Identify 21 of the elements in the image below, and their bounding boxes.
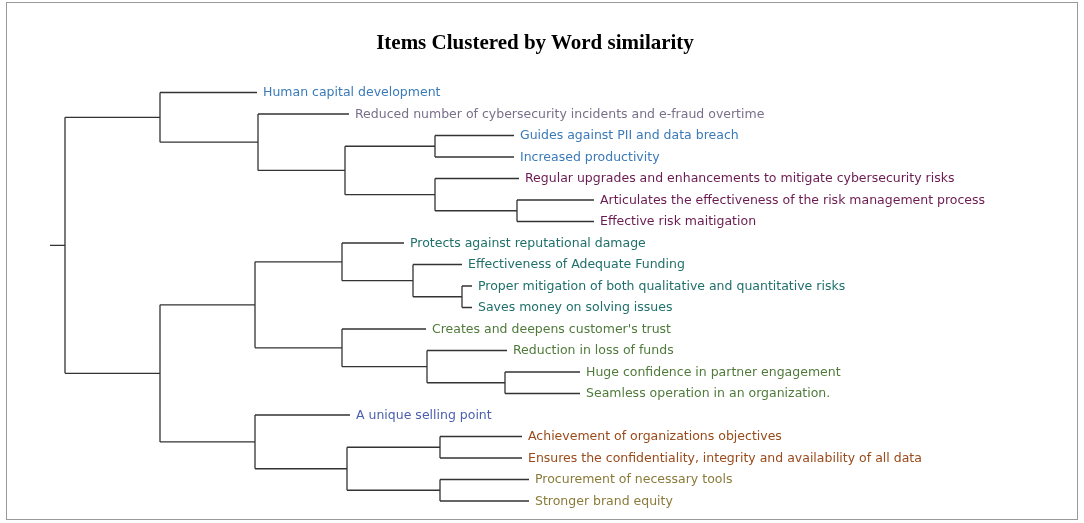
leaf-label: Effective risk maitigation — [600, 213, 757, 229]
leaf-label: Reduced number of cybersecurity incidents and e-fraud overtime — [355, 105, 765, 122]
leaf-label: Human capital development — [263, 84, 441, 100]
leaf-label: Saves money on solving issues — [478, 299, 673, 315]
leaf-label: Huge confidence in partner engagement — [586, 363, 841, 380]
leaf-label: Ensures the confidentiality, integrity and availability of all data — [528, 449, 922, 466]
leaf-label: Creates and deepens customer's trust — [432, 320, 672, 337]
leaf-label: Proper mitigation of both qualitative and quantitative risks — [478, 277, 846, 294]
leaf-label: Articulates the effectiveness of the risk management process — [600, 191, 986, 208]
leaf-label: Stronger brand equity — [535, 492, 673, 509]
leaf-label: Reduction in loss of funds — [513, 342, 674, 358]
leaf-label: Regular upgrades and enhancements to mitigate cybersecurity risks — [525, 170, 955, 186]
leaf-label: Seamless operation in an organization. — [586, 385, 831, 401]
leaf-label: Increased productivity — [520, 148, 660, 165]
leaf-label: A unique selling point — [356, 406, 492, 423]
leaf-label: Achievement of organizations objectives — [528, 428, 782, 444]
leaf-label: Effectiveness of Adequate Funding — [468, 256, 685, 272]
chart-title: Items Clustered by Word similarity — [375, 30, 695, 55]
leaf-label: Protects against reputational damage — [410, 234, 646, 251]
leaf-label: Procurement of necessary tools — [535, 471, 733, 487]
leaf-label: Guides against PII and data breach — [520, 127, 739, 143]
